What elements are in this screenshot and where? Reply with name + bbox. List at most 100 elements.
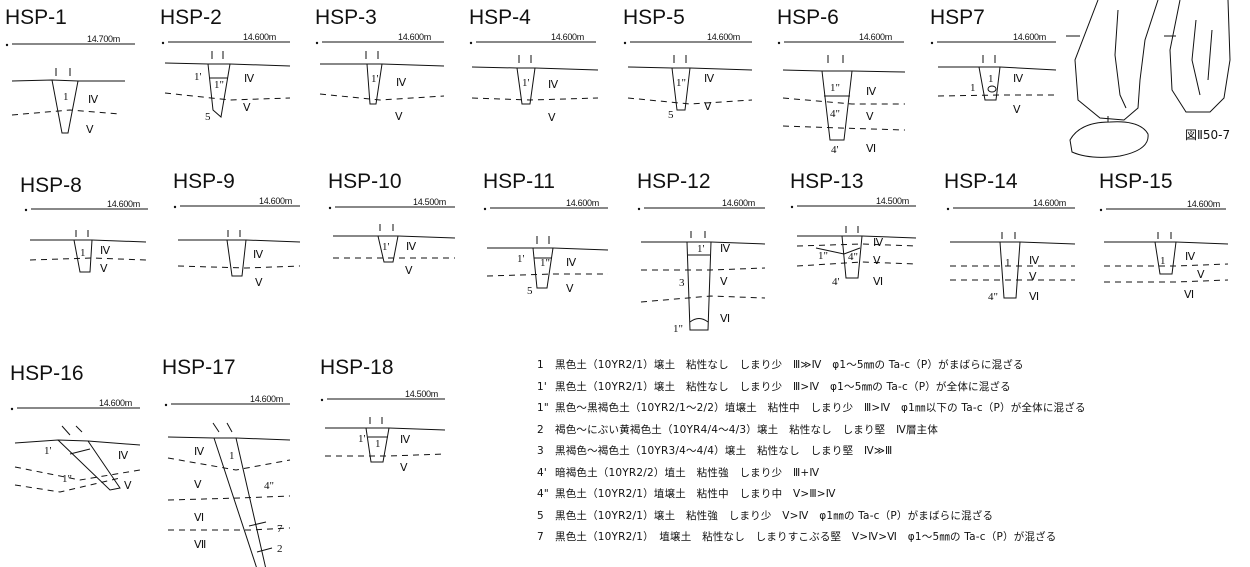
layer-label: 1' bbox=[194, 71, 202, 83]
elevation-label: 14.500m bbox=[405, 389, 438, 399]
layer-label: 1" bbox=[540, 257, 550, 269]
pit-title: HSP-4 bbox=[469, 6, 531, 29]
pit-title: HSP7 bbox=[930, 6, 985, 29]
elevation-label: 14.600m bbox=[1033, 198, 1066, 208]
layer-label: Ⅴ bbox=[566, 283, 574, 295]
legend-text: 黒色土（10YR2/1）壌土 粘性なし しまり少 Ⅲ>Ⅳ φ1～5㎜の Ta-c… bbox=[555, 380, 1011, 393]
legend-text: 暗褐色土（10YR2/2）埴土 粘性強 しまり少 Ⅲ+Ⅳ bbox=[555, 466, 820, 479]
pit-title: HSP-6 bbox=[777, 6, 839, 29]
layer-label: Ⅳ bbox=[100, 245, 111, 257]
layer-label: 4' bbox=[831, 144, 839, 156]
pit-title: HSP-11 bbox=[483, 170, 555, 193]
layer-label: Ⅳ bbox=[566, 257, 577, 269]
pit-title: HSP-8 bbox=[20, 174, 82, 197]
elevation-label: 14.600m bbox=[259, 196, 292, 206]
layer-label: Ⅴ bbox=[1029, 271, 1037, 283]
legend-text: 黒色～黒褐色土（10YR2/1～2/2）埴壌土 粘性中 しまり少 Ⅲ>Ⅳ φ1㎜… bbox=[555, 402, 1086, 414]
layer-label: Ⅴ bbox=[1197, 269, 1205, 281]
elevation-label: 14.700m bbox=[87, 34, 120, 44]
layer-label: Ⅴ bbox=[405, 265, 413, 277]
layer-label: 7 bbox=[277, 523, 283, 535]
pit-title: HSP-10 bbox=[328, 170, 402, 193]
pit-title: HSP-17 bbox=[162, 356, 236, 379]
layer-label: Ⅳ bbox=[118, 450, 129, 462]
pit-hsp-3: HSP-3 14.600m 1' Ⅳ Ⅴ bbox=[315, 6, 445, 123]
layer-label: 1 bbox=[229, 450, 235, 462]
layer-label: 5 bbox=[205, 111, 211, 123]
pit-hsp-15: HSP-15 14.600m 1 Ⅳ Ⅴ Ⅵ bbox=[1099, 170, 1229, 301]
layer-label: 4" bbox=[848, 251, 858, 263]
pit-hsp-14: HSP-14 14.600m 1 Ⅳ Ⅴ 4" Ⅵ bbox=[944, 170, 1076, 303]
elevation-label: 14.600m bbox=[859, 32, 892, 42]
layer-label: Ⅴ bbox=[243, 102, 251, 114]
pit-hsp-8: HSP-8 14.600m 1 Ⅳ Ⅴ bbox=[20, 174, 148, 275]
layer-label: 1' bbox=[517, 253, 525, 265]
layer-label: 1' bbox=[522, 77, 530, 89]
pit-title: HSP-14 bbox=[944, 170, 1018, 193]
elevation-label: 14.600m bbox=[1013, 32, 1046, 42]
pit-title: HSP-1 bbox=[5, 6, 67, 29]
legend-text: 黒褐色～褐色土（10YR3/4～4/4）壌土 粘性なし しまり堅 Ⅳ≫Ⅲ bbox=[555, 445, 893, 457]
layer-label: Ⅳ bbox=[253, 249, 264, 261]
layer-label: 4" bbox=[988, 291, 998, 303]
elevation-label: 14.500m bbox=[413, 197, 446, 207]
layer-label: Ⅵ bbox=[1184, 289, 1194, 301]
layer-label: Ⅵ bbox=[866, 143, 876, 155]
layer-label: Ⅳ bbox=[400, 434, 411, 446]
layer-label: 4' bbox=[832, 276, 840, 288]
legend-number: 3 bbox=[537, 445, 544, 457]
layer-label: 1 bbox=[988, 73, 994, 85]
layer-label: 1" bbox=[673, 323, 683, 335]
layer-label: Ⅵ bbox=[873, 276, 883, 288]
layer-label: Ⅳ bbox=[406, 241, 417, 253]
layer-label: 1 bbox=[970, 82, 976, 94]
legend-row: 4' 暗褐色土（10YR2/2）埴土 粘性強 しまり少 Ⅲ+Ⅳ bbox=[537, 463, 1242, 485]
layer-label: 4" bbox=[264, 480, 274, 492]
legend-number: 4' bbox=[537, 466, 547, 479]
pit-hsp-10: HSP-10 14.500m 1' Ⅳ Ⅴ bbox=[328, 170, 456, 277]
elevation-label: 14.600m bbox=[99, 398, 132, 408]
figure-label: 図Ⅱ50-7 bbox=[1185, 128, 1231, 142]
legend-row: 1"黒色～黒褐色土（10YR2/1～2/2）埴壌土 粘性中 しまり少 Ⅲ>Ⅳ φ… bbox=[537, 398, 1242, 420]
legend-text: 黒色土（10YR2/1）壌土 粘性強 しまり少 Ⅴ>Ⅳ φ1㎜の Ta-c（P）… bbox=[555, 509, 994, 522]
layer-label: 1' bbox=[697, 243, 705, 255]
layer-label: 1" bbox=[62, 473, 72, 485]
pit-hsp-18: HSP-18 14.500m 1' 1 Ⅳ Ⅴ bbox=[320, 356, 446, 474]
layer-label: Ⅳ bbox=[1185, 251, 1196, 263]
legend-row: 1'黒色土（10YR2/1）壌土 粘性なし しまり少 Ⅲ>Ⅳ φ1～5㎜の Ta… bbox=[537, 377, 1242, 399]
pit-title: HSP-3 bbox=[315, 6, 377, 29]
pit-title: HSP-9 bbox=[173, 170, 235, 193]
layer-label: Ⅳ bbox=[873, 237, 884, 249]
pit-hsp-7: HSP7 14.600m 1 1 Ⅳ Ⅴ bbox=[930, 6, 1057, 116]
layer-label: 1" bbox=[676, 77, 686, 89]
layer-label: 1 bbox=[1005, 257, 1011, 269]
elevation-label: 14.600m bbox=[551, 32, 584, 42]
legend-number: 4" bbox=[537, 488, 549, 500]
elevation-label: 14.600m bbox=[250, 394, 283, 404]
layer-label: Ⅳ bbox=[88, 94, 99, 106]
layer-label: 3 bbox=[679, 277, 685, 289]
elevation-label: 14.600m bbox=[1187, 199, 1220, 209]
legend-text: 黒色土（10YR2/1）埴壌土 粘性中 しまり中 Ⅴ>Ⅲ>Ⅳ bbox=[555, 488, 836, 500]
layer-label: 1' bbox=[371, 73, 379, 85]
layer-label: Ⅴ bbox=[194, 479, 202, 491]
layer-label: 1' bbox=[358, 433, 366, 445]
layer-label: 1" bbox=[214, 79, 224, 91]
layer-label: Ⅴ bbox=[866, 111, 874, 123]
pit-title: HSP-2 bbox=[160, 6, 222, 29]
layer-label: 1 bbox=[1160, 255, 1166, 267]
layer-label: Ⅵ bbox=[194, 512, 204, 524]
pit-hsp-9: HSP-9 14.600m Ⅳ Ⅴ bbox=[173, 170, 301, 289]
layer-label: Ⅴ bbox=[255, 277, 263, 289]
layer-label: Ⅴ bbox=[720, 276, 728, 288]
layer-label: Ⅵ bbox=[1029, 291, 1039, 303]
layer-label: Ⅳ bbox=[720, 243, 731, 255]
layer-label: Ⅴ bbox=[704, 101, 712, 113]
elevation-label: 14.600m bbox=[722, 198, 755, 208]
layer-label: Ⅴ bbox=[124, 480, 132, 492]
artifact-drawing bbox=[1066, 0, 1231, 158]
layer-label: Ⅶ bbox=[194, 539, 206, 551]
